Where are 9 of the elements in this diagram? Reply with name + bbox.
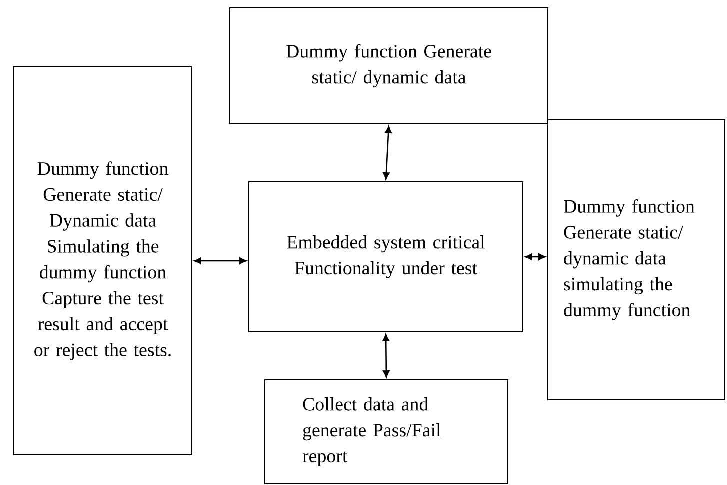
arrow <box>194 258 247 264</box>
process-box: Dummy function Generate static/ dynamic data <box>230 8 548 124</box>
arrow <box>525 254 546 260</box>
arrow <box>383 126 392 180</box>
process-box: Collect data and generate Pass/Fail report <box>264 380 508 484</box>
process-box: Dummy function Generate static/ Dynamic data Simulating the dummy function Capture the test result and accept or reject the tests. <box>14 66 192 456</box>
process-box: Embedded system critical Functionality under test <box>248 182 524 332</box>
arrow <box>382 334 390 378</box>
process-box: Dummy function Generate static/ dynamic data simulating the dummy function <box>548 120 726 400</box>
